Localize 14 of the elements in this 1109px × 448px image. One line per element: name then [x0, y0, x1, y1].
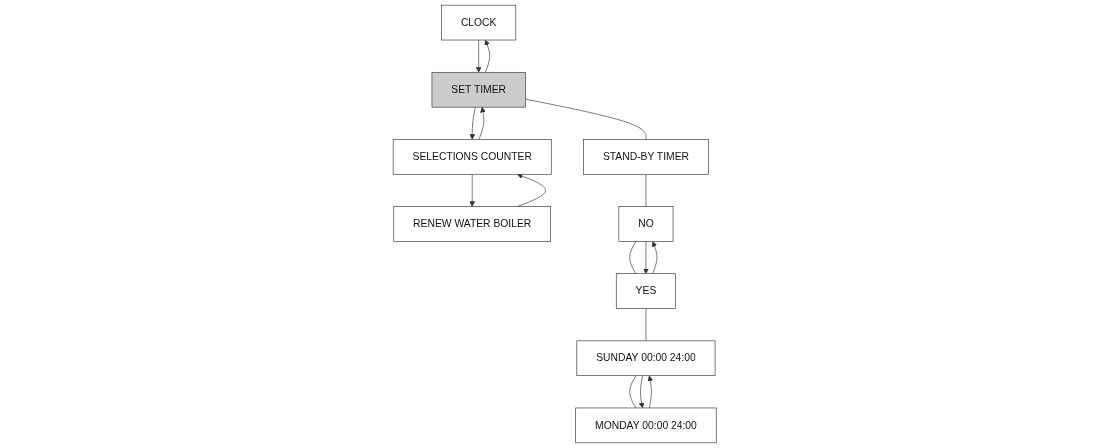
connector	[629, 375, 636, 409]
connector	[524, 98, 647, 140]
node-box: MONDAY 00:00 24:00	[575, 407, 717, 444]
node-box: YES	[615, 273, 676, 309]
node-box: RENEW WATER BOILER	[393, 206, 551, 242]
connector	[629, 241, 636, 275]
node-box: CLOCK	[441, 4, 516, 41]
connector	[645, 308, 647, 342]
node-box: NO	[618, 206, 674, 242]
connector	[645, 173, 647, 207]
node-box: SELECTIONS COUNTER	[392, 139, 552, 175]
node-box: SUNDAY 00:00 24:00	[576, 340, 716, 376]
node-box: SET TIMER	[431, 71, 526, 108]
node-box: STAND-BY TIMER	[583, 139, 709, 175]
